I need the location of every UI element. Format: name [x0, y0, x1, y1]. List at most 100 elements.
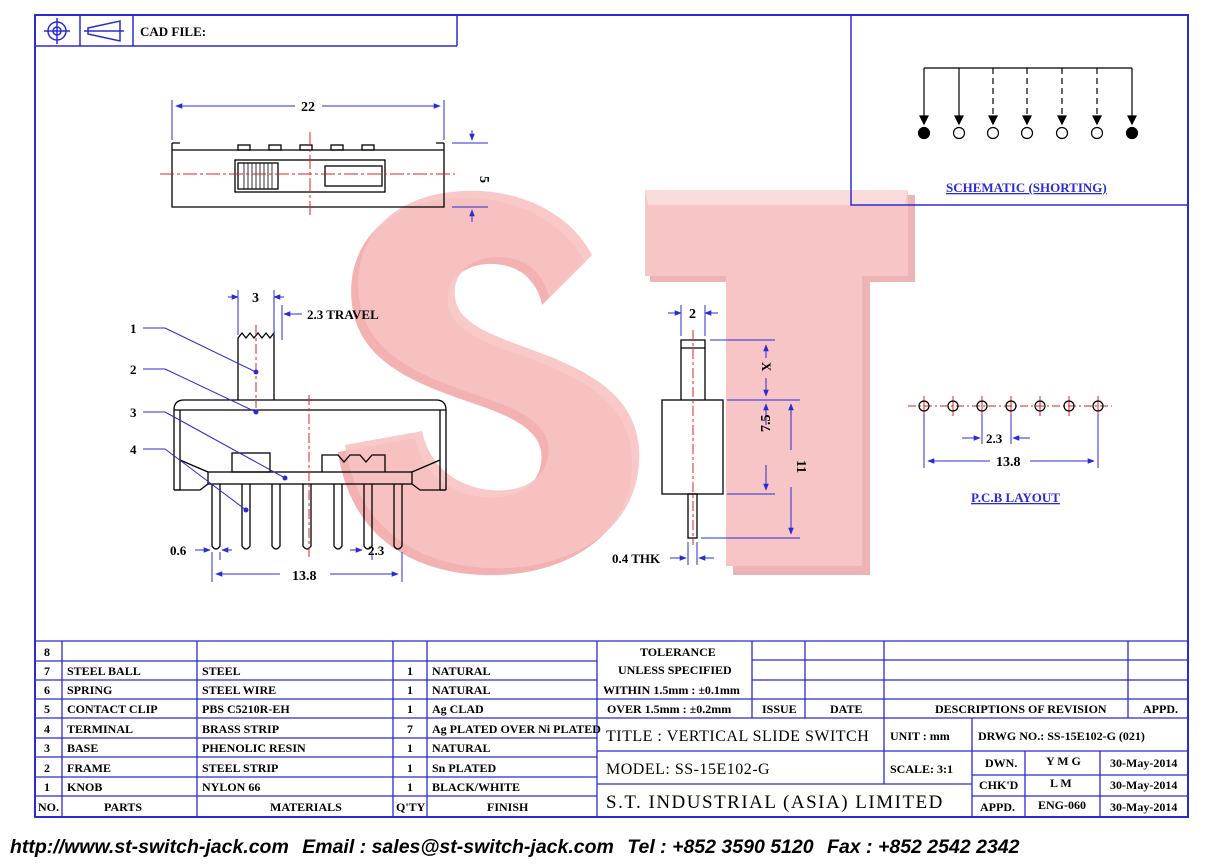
- table-row-qty: 1: [407, 780, 413, 794]
- table-row-part: FRAME: [67, 761, 111, 775]
- appd-date: 30-May-2014: [1110, 800, 1177, 814]
- revision-grid: [597, 641, 1188, 719]
- table-row-qty: 1: [407, 761, 413, 775]
- table-row-part: TERMINAL: [67, 722, 133, 736]
- table-row-finish: Sn PLATED: [432, 761, 496, 775]
- watermark-st-logo: [338, 190, 915, 576]
- tel-number: Tel : +852 3590 5120: [627, 836, 814, 858]
- schematic-diagram: [917, 67, 1139, 140]
- appd-label: APPD.: [980, 800, 1015, 814]
- tolerance-block: TOLERANCE UNLESS SPECIFIED WITHIN 1.5mm …: [603, 645, 740, 716]
- table-row-no: 4: [44, 722, 50, 736]
- table-row-qty: 1: [407, 702, 413, 716]
- cad-file-label: CAD FILE:: [140, 24, 206, 39]
- tolerance-line1: TOLERANCE: [640, 645, 716, 659]
- fax-number: Fax : +852 2542 2342: [827, 836, 1020, 858]
- table-row-qty: 1: [407, 683, 413, 697]
- dwn-label: DWN.: [985, 756, 1017, 770]
- unit-label: UNIT : mm: [890, 729, 950, 743]
- table-row-no: 7: [44, 664, 50, 678]
- table-row-no: 8: [44, 645, 50, 659]
- chk-date: 30-May-2014: [1110, 778, 1177, 792]
- table-row-finish: NATURAL: [432, 683, 490, 697]
- scale-label: SCALE: 3:1: [890, 762, 953, 776]
- dwn-date: 30-May-2014: [1110, 756, 1177, 770]
- table-row-qty: 1: [407, 741, 413, 755]
- company-name: S.T. INDUSTRIAL (ASIA) LIMITED: [606, 792, 944, 813]
- bom-header-qty: Q'TY: [396, 800, 426, 814]
- model-number: MODEL: SS-15E102-G: [606, 761, 770, 778]
- chk-name: L M: [1050, 776, 1072, 790]
- side-view-dims: [668, 305, 800, 565]
- appd-name: ENG-060: [1038, 798, 1086, 812]
- pcb-title: P.C.B LAYOUT: [971, 490, 1060, 505]
- table-row-material: BRASS STRIP: [202, 722, 279, 736]
- email-link[interactable]: Email : sales@st-switch-jack.com: [302, 836, 614, 858]
- table-row-part: BASE: [67, 741, 98, 755]
- bom-header-finish: FINISH: [487, 800, 529, 814]
- table-row-finish: Ag PLATED OVER Ni PLATED: [432, 722, 601, 736]
- revision-issue-header: ISSUE: [762, 702, 797, 716]
- outer-frame: [34, 14, 1189, 818]
- pcb-pitch: 2.3: [986, 431, 1003, 446]
- dim-pin-pitch: 2.3: [368, 543, 385, 558]
- table-row-finish: Ag CLAD: [432, 702, 484, 716]
- front-view-dims: [195, 290, 403, 582]
- dim-pin-0.6: 0.6: [170, 543, 187, 558]
- front-view-leaders: [143, 327, 288, 513]
- table-row-no: 2: [44, 761, 50, 775]
- header-box: [35, 15, 458, 47]
- pcb-layout-drawing: [908, 396, 1112, 468]
- callout-3: 3: [130, 405, 137, 420]
- table-row-qty: 1: [407, 664, 413, 678]
- title-block-grid: [597, 718, 1188, 817]
- top-view-dims: [171, 100, 488, 222]
- dim-7.5: 7.5: [759, 415, 774, 433]
- table-row-part: KNOB: [67, 780, 102, 794]
- chk-label: CHK'D: [979, 778, 1019, 792]
- tolerance-line2: UNLESS SPECIFIED: [618, 663, 732, 677]
- tolerance-line3: WITHIN 1.5mm : ±0.1mm: [603, 683, 740, 697]
- table-row-qty: 7: [407, 722, 413, 736]
- table-row-material: PBS C5210R-EH: [202, 702, 290, 716]
- revision-desc-header: DESCRIPTIONS OF REVISION: [935, 702, 1107, 716]
- table-row-no: 3: [44, 741, 50, 755]
- table-row-material: PHENOLIC RESIN: [202, 741, 306, 755]
- projection-symbol-icon: [44, 18, 124, 44]
- schematic-title: SCHEMATIC (SHORTING): [946, 180, 1107, 195]
- bom-header-no: NO.: [38, 800, 59, 814]
- dim-thk: 0.4 THK: [612, 551, 661, 566]
- bom-grid: [35, 640, 1188, 817]
- dim-pin-span: 13.8: [292, 569, 317, 584]
- tolerance-line4: OVER 1.5mm : ±0.2mm: [607, 702, 731, 716]
- pcb-span: 13.8: [996, 455, 1021, 470]
- dim-knob-3: 3: [252, 291, 259, 306]
- drawing-title: TITLE : VERTICAL SLIDE SWITCH: [606, 728, 869, 745]
- schematic-box: [850, 14, 1189, 206]
- callout-2: 2: [130, 362, 137, 377]
- table-row-material: NYLON 66: [202, 780, 260, 794]
- bom-header-materials: MATERIALS: [270, 800, 342, 814]
- callout-4: 4: [130, 442, 137, 457]
- website-link[interactable]: http://www.st-switch-jack.com: [10, 836, 289, 858]
- table-row-finish: BLACK/WHITE: [432, 780, 520, 794]
- front-view-drawing: [173, 331, 447, 550]
- front-view-centerlines: [255, 325, 310, 560]
- bom-rows: 8 7 STEEL BALL STEEL 1 NATURAL 6 SPRING …: [44, 645, 601, 794]
- dim-width-22: 22: [301, 100, 315, 115]
- revision-appd-header: APPD.: [1143, 702, 1178, 716]
- dim-x: X: [759, 362, 774, 372]
- table-row-material: STEEL WIRE: [202, 683, 276, 697]
- dim-knob-thk-2: 2: [689, 307, 696, 322]
- callout-1: 1: [130, 321, 137, 336]
- dim-height-5: 5: [476, 176, 491, 183]
- table-row-material: STEEL: [202, 664, 241, 678]
- dim-travel: 2.3 TRAVEL: [307, 307, 379, 322]
- table-row-no: 5: [44, 702, 50, 716]
- contact-footer: http://www.st-switch-jack.com Email : sa…: [10, 836, 1222, 866]
- revision-date-header: DATE: [830, 702, 862, 716]
- table-row-part: SPRING: [67, 683, 112, 697]
- bom-header-parts: PARTS: [104, 800, 142, 814]
- drawing-number: DRWG NO.: SS-15E102-G (021): [978, 729, 1145, 743]
